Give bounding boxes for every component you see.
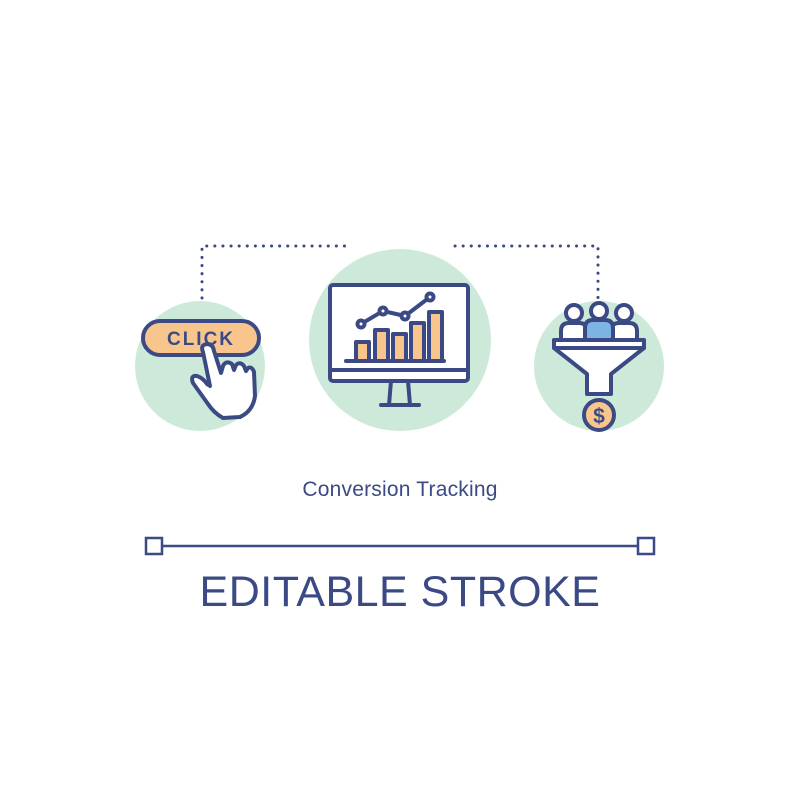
click-button	[141, 319, 261, 357]
person-head-center	[589, 301, 609, 321]
stroke-handle-right	[636, 536, 656, 556]
chart-bar	[354, 340, 371, 363]
monitor-stand	[379, 379, 421, 407]
person-body-center	[583, 318, 615, 342]
person-head-right	[614, 303, 634, 323]
funnel	[552, 338, 646, 396]
person-head-left	[564, 303, 584, 323]
dotted-connector-right	[453, 244, 600, 300]
trend-point	[355, 318, 367, 330]
chart-bar	[427, 310, 444, 363]
pointing-hand	[190, 342, 257, 420]
concept-title: Conversion Tracking	[302, 478, 498, 501]
dotted-connector-left	[200, 244, 347, 300]
trend-point	[399, 310, 411, 322]
click-pointer-icon: CLICK	[141, 319, 261, 420]
sales-funnel-icon: $	[552, 301, 646, 432]
analytics-monitor-icon	[328, 283, 470, 407]
trend-point	[377, 305, 389, 317]
dollar-coin-icon	[582, 398, 616, 432]
trend-line	[359, 295, 432, 326]
trend-point	[424, 291, 436, 303]
click-button-label: CLICK	[167, 329, 235, 350]
chart-bar	[409, 321, 426, 363]
chart-bar	[373, 328, 390, 363]
stroke-handle-left	[144, 536, 164, 556]
dollar-symbol: $	[593, 405, 605, 428]
editable-stroke-label: EDITABLE STROKE	[199, 568, 601, 616]
chart-bar	[391, 332, 408, 363]
editable-stroke-line	[144, 536, 656, 556]
